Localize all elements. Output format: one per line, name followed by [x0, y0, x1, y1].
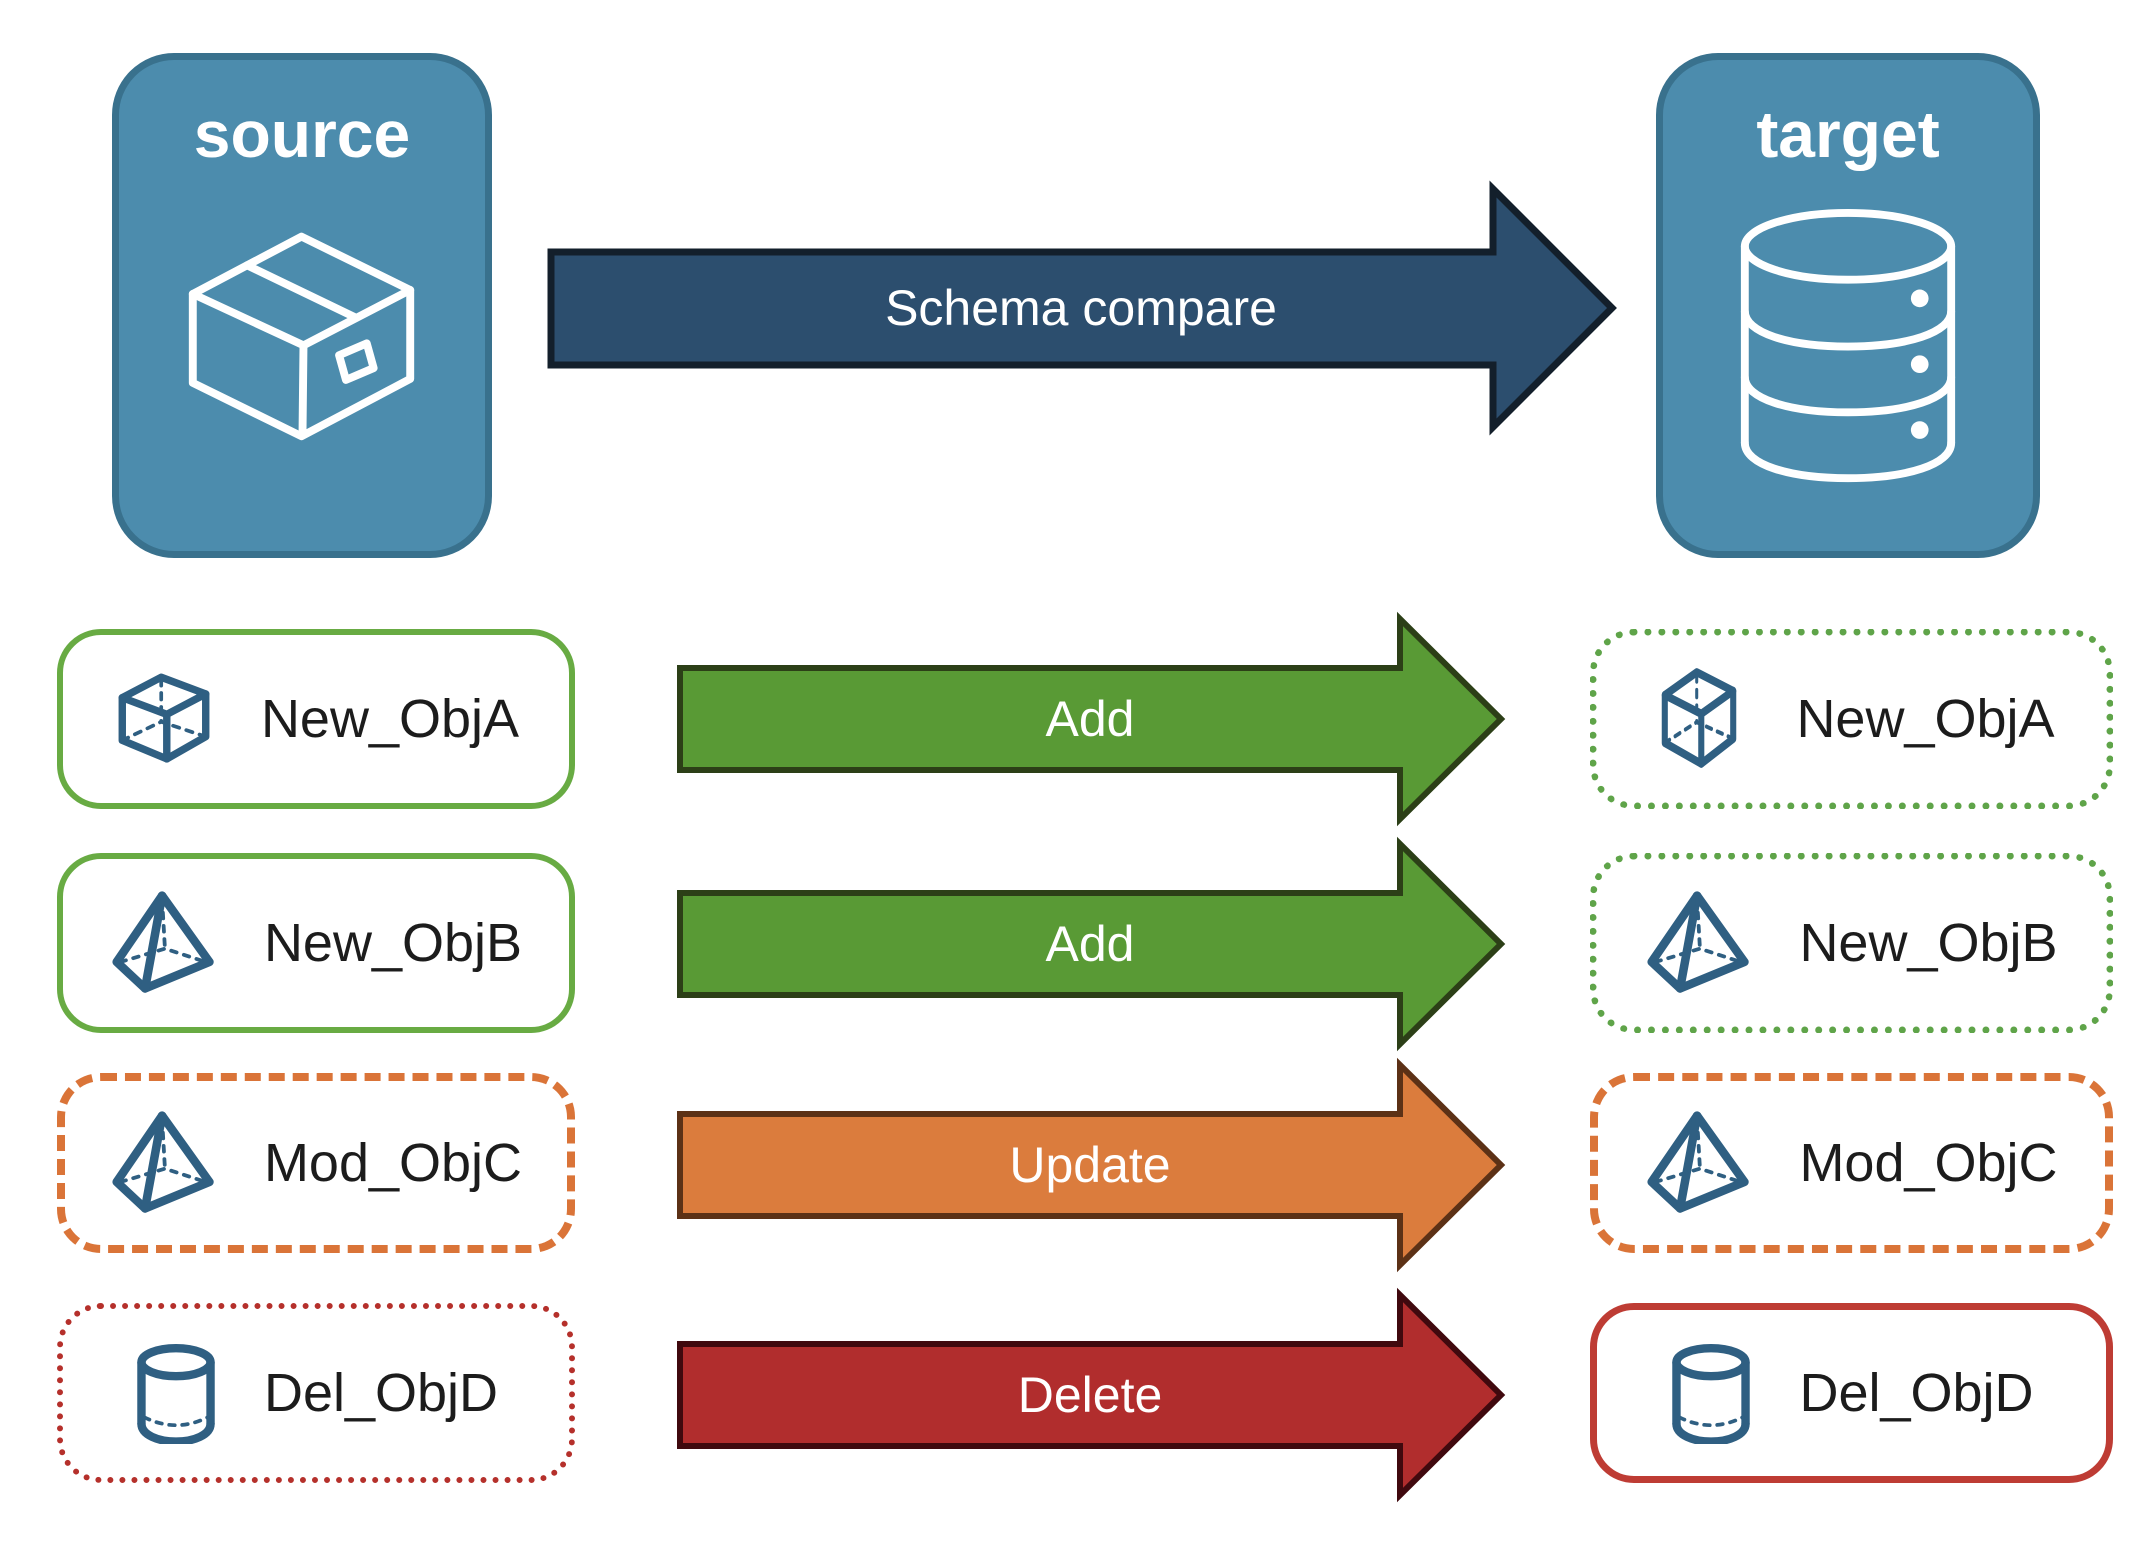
- cylinder-icon: [1669, 1342, 1753, 1444]
- delete-arrow-label: Delete: [1018, 1367, 1163, 1423]
- object-label: New_ObjA: [1796, 689, 2055, 749]
- target-object-card-mod-objc: Mod_ObjC: [1590, 1073, 2113, 1253]
- add-arrow-row1: Add: [677, 611, 1506, 827]
- target-object-card-new-objb: New_ObjB: [1590, 853, 2113, 1033]
- source-node: source: [112, 53, 492, 558]
- target-object-card-new-obja: New_ObjA: [1590, 629, 2113, 809]
- object-label: New_ObjB: [263, 913, 523, 973]
- pyramid-icon: [110, 890, 218, 996]
- source-object-card-new-obja: New_ObjA: [57, 629, 575, 809]
- object-label: Del_ObjD: [263, 1363, 499, 1423]
- pyramid-icon: [110, 1110, 218, 1216]
- pyramid-icon: [1645, 1110, 1753, 1216]
- target-object-card-del-objd: Del_ObjD: [1590, 1303, 2113, 1483]
- source-object-card-new-objb: New_ObjB: [57, 853, 575, 1033]
- cube-icon: [1658, 662, 1742, 776]
- update-arrow: Update: [677, 1057, 1506, 1273]
- add-arrow-label: Add: [1046, 916, 1135, 972]
- source-object-card-mod-objc: Mod_ObjC: [57, 1073, 575, 1253]
- cube-icon: [113, 668, 215, 770]
- update-arrow-label: Update: [1009, 1137, 1170, 1193]
- add-arrow-row2: Add: [677, 836, 1506, 1052]
- object-label: Mod_ObjC: [263, 1133, 523, 1193]
- source-node-label: source: [193, 97, 411, 171]
- object-label: Mod_ObjC: [1799, 1133, 2058, 1193]
- object-label: New_ObjB: [1799, 913, 2058, 973]
- target-node-label: target: [1756, 97, 1940, 171]
- database-icon: [1735, 205, 1961, 490]
- schema-compare-arrow-label: Schema compare: [885, 280, 1277, 336]
- package-icon: [171, 205, 433, 457]
- schema-compare-arrow: Schema compare: [547, 180, 1617, 436]
- pyramid-icon: [1645, 890, 1753, 996]
- delete-arrow: Delete: [677, 1287, 1506, 1503]
- cylinder-icon: [134, 1342, 218, 1444]
- object-label: Del_ObjD: [1799, 1363, 2034, 1423]
- add-arrow-label: Add: [1046, 691, 1135, 747]
- target-node: target: [1656, 53, 2040, 558]
- source-object-card-del-objd: Del_ObjD: [57, 1303, 575, 1483]
- object-label: New_ObjA: [260, 689, 520, 749]
